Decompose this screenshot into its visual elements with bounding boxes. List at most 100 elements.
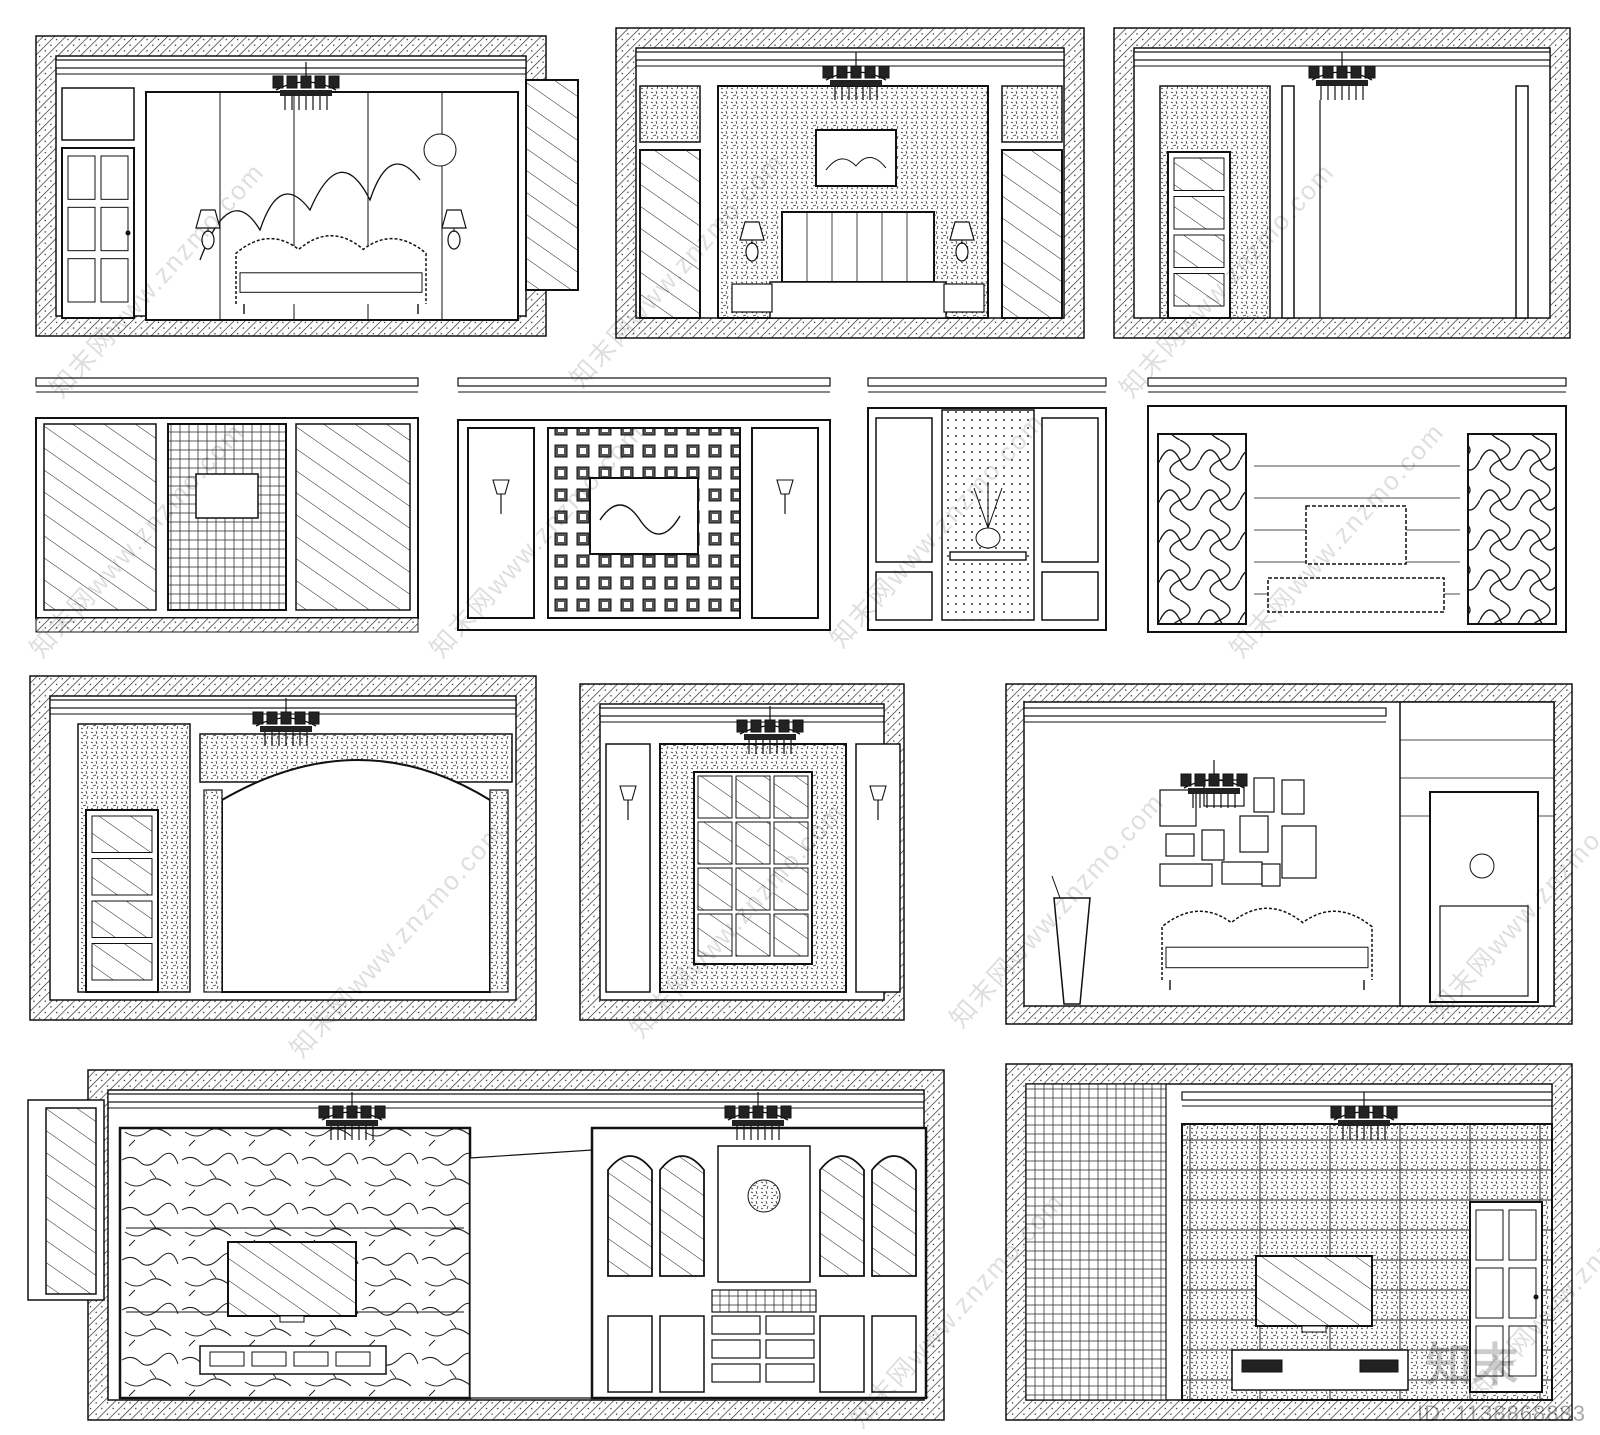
elevation-panel-wall-elevation-console [867, 377, 1107, 631]
glass-door-pane [1173, 157, 1225, 191]
chandelier-shade [1208, 773, 1220, 787]
chandelier-shade [252, 711, 264, 725]
pilaster [489, 789, 509, 993]
tv-stand [1301, 1325, 1327, 1333]
window-pane [697, 821, 733, 865]
dado-panel [875, 571, 933, 621]
picture-frame [1253, 777, 1275, 813]
ceiling-cornice [457, 377, 831, 387]
picture-frame [1239, 815, 1269, 853]
elevation-panel-tv-wall-stone-door [1005, 1063, 1573, 1421]
vase-branch [1051, 875, 1061, 899]
tv-screen [227, 1241, 357, 1317]
nightstand [731, 283, 773, 313]
open-shelf [711, 1289, 817, 1313]
chandelier-shade [1222, 773, 1234, 787]
site-logo-watermark: 知末 [1426, 1338, 1518, 1392]
sconce-shade [492, 479, 510, 495]
painting [815, 129, 897, 187]
window-pane [697, 913, 733, 957]
chandelier-shade [1336, 65, 1348, 79]
chandelier-ring [1338, 1120, 1390, 1126]
chandelier-shade [1372, 1105, 1384, 1119]
pilaster [203, 789, 223, 993]
lamp-shade [195, 209, 221, 229]
framed-panel [751, 427, 819, 619]
elevation-panel-tv-wall-marble-and-cabinet [27, 1069, 945, 1421]
sconce-shade [619, 785, 637, 801]
elevation-panel-living-room-elevation-b [1005, 683, 1573, 1025]
ceiling-cornice [107, 1093, 925, 1103]
chandelier-shade [1308, 65, 1320, 79]
lamp-base [201, 230, 215, 250]
picture-frame [1201, 829, 1225, 861]
wallpaper-panel [639, 85, 701, 143]
ceiling-cornice [1181, 1091, 1553, 1101]
chandelier-shade [1358, 1105, 1370, 1119]
chandelier-shade [766, 1105, 778, 1119]
wallpaper-panel [1001, 85, 1063, 143]
chandelier-shade [724, 1105, 736, 1119]
chandelier-shade [266, 711, 278, 725]
chandelier-shade [1322, 65, 1334, 79]
ceiling-cornice [599, 707, 885, 717]
chandelier-shade [346, 1105, 358, 1119]
glass-door-pane [91, 900, 153, 938]
elevation-panel-bedroom-elevation-a [615, 27, 1085, 339]
ceiling-cornice [1147, 377, 1567, 387]
cabinet-drawer [335, 1351, 371, 1367]
chandelier-shade [752, 1105, 764, 1119]
ceiling-cornice [635, 51, 1065, 61]
chandelier-shade [1386, 1105, 1398, 1119]
glass-door-pane [1173, 273, 1225, 307]
picture-frame [1159, 863, 1213, 887]
chandelier-ring [830, 80, 882, 86]
tv-screen [1255, 1255, 1373, 1327]
window-pane [697, 775, 733, 819]
glass-panel [1001, 149, 1063, 319]
window-pane [735, 821, 771, 865]
tv-cabinet [1267, 577, 1445, 613]
window-pane [697, 867, 733, 911]
chandelier-shade [850, 65, 862, 79]
lower-cabinet-door [659, 1315, 705, 1393]
window-pane [735, 775, 771, 819]
chandelier-ring [732, 1120, 784, 1126]
floor-line [35, 617, 419, 633]
chandelier-ring [326, 1120, 378, 1126]
statue-figure [1469, 853, 1495, 879]
av-receiver [1359, 1359, 1399, 1373]
chandelier-shade [780, 1105, 792, 1119]
picture-frame [1221, 861, 1263, 885]
chandelier-shade [294, 711, 306, 725]
glass-door-pane [91, 858, 153, 896]
chandelier-shade [792, 719, 804, 733]
artwork-swirl [599, 504, 681, 535]
chandelier-shade [750, 719, 762, 733]
sofa-seat [239, 272, 423, 293]
chandelier-shade [314, 75, 326, 89]
window-pane [773, 913, 809, 957]
sconce-shade [776, 479, 794, 495]
mirror-panel [43, 423, 157, 611]
drawing-id-label: ID: 1138868883 [1417, 1401, 1586, 1426]
console-top [949, 551, 1027, 561]
chandelier-ring [744, 734, 796, 740]
tv-screen [1305, 505, 1407, 565]
window-pane [773, 775, 809, 819]
chandelier-shade [1330, 1105, 1342, 1119]
cabinet-drawer [765, 1315, 815, 1335]
door-panel [1475, 1325, 1504, 1377]
chandelier-shade [272, 75, 284, 89]
door-handle [125, 230, 131, 236]
flower-bouquet [747, 1179, 781, 1213]
chandelier-shade [1180, 773, 1192, 787]
vase-branches [973, 482, 1003, 529]
glass-door-pane [1173, 234, 1225, 268]
cabinet-drawer [251, 1351, 287, 1367]
chandelier-ring [260, 726, 312, 732]
tiled-wall [1025, 1083, 1167, 1401]
opening-recess [469, 1149, 593, 1399]
lamp-base [745, 242, 759, 262]
